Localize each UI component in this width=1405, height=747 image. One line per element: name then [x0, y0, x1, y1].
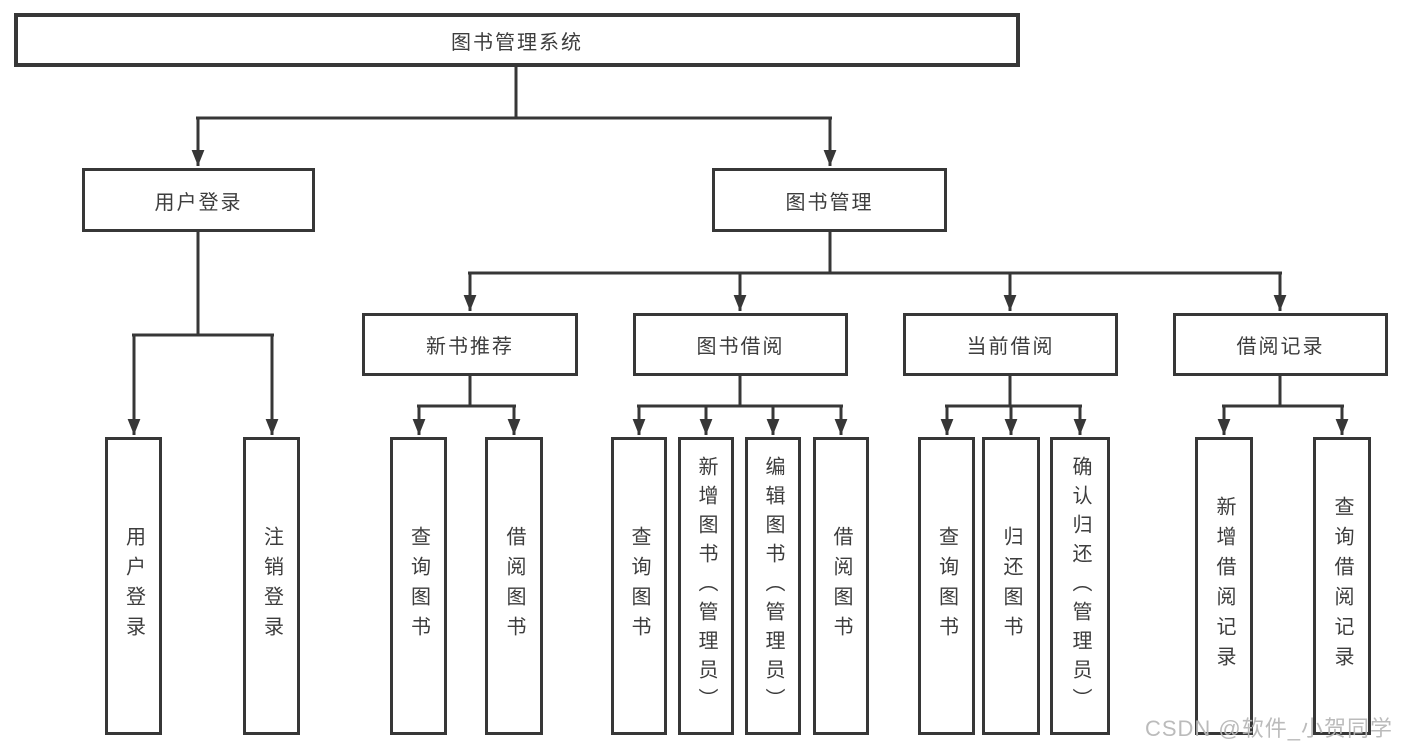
leaf-query-books-2: 查询图书 [611, 437, 667, 735]
leaf-confirm-return-admin: 确认归还（管理员） [1050, 437, 1110, 735]
connector-new-book-recommend-to-leaves [412, 376, 521, 435]
leaf-add-book-admin: 新增图书（管理员） [678, 437, 734, 735]
csdn-watermark: CSDN @软件_小贺同学 [1144, 716, 1393, 741]
node-label: 图书借阅 [696, 336, 785, 358]
node-label: 当前借阅 [966, 336, 1055, 358]
leaf-label: 借阅图书 [503, 526, 525, 646]
connector-user-login-to-leaves [127, 232, 279, 435]
leaf-label: 查询图书 [935, 526, 958, 646]
connector-book-management-to-level3 [463, 232, 1287, 311]
leaf-return-books: 归还图书 [982, 437, 1040, 735]
leaf-query-books-1: 查询图书 [390, 437, 447, 735]
leaf-label: 确认归还（管理员） [1069, 455, 1091, 717]
node-label: 图书管理系统 [451, 31, 583, 54]
leaf-edit-book-admin: 编辑图书（管理员） [745, 437, 801, 735]
leaf-label: 查询图书 [407, 526, 430, 646]
node-label: 借阅记录 [1236, 336, 1325, 358]
node-book-borrowing: 图书借阅 [633, 313, 848, 376]
connector-current-borrowing-to-leaves [940, 376, 1087, 435]
leaf-label: 用户登录 [122, 526, 145, 646]
leaf-borrow-books-1: 借阅图书 [485, 437, 543, 735]
connector-borrowing-records-to-leaves [1217, 376, 1349, 435]
leaf-add-borrow-record: 新增借阅记录 [1195, 437, 1253, 735]
node-current-borrowing: 当前借阅 [903, 313, 1118, 376]
node-label: 用户登录 [154, 191, 243, 214]
leaf-borrow-books-2: 借阅图书 [813, 437, 869, 735]
leaf-logout: 注销登录 [243, 437, 300, 735]
leaf-label: 借阅图书 [830, 526, 852, 646]
leaf-user-login: 用户登录 [105, 437, 162, 735]
leaf-label: 新增图书（管理员） [695, 455, 717, 717]
leaf-label: 新增借阅记录 [1213, 496, 1235, 676]
node-new-book-recommend: 新书推荐 [362, 313, 578, 376]
node-library-management-system: 图书管理系统 [14, 13, 1020, 67]
leaf-query-borrow-record: 查询借阅记录 [1313, 437, 1371, 735]
leaf-query-books-3: 查询图书 [918, 437, 975, 735]
node-label: 图书管理 [785, 191, 874, 214]
leaf-label: 查询借阅记录 [1331, 496, 1353, 676]
leaf-label: 注销登录 [260, 526, 283, 646]
node-borrowing-records: 借阅记录 [1173, 313, 1388, 376]
connector-root-to-level2 [191, 65, 837, 166]
node-user-login: 用户登录 [82, 168, 315, 232]
leaf-label: 编辑图书（管理员） [762, 455, 784, 717]
node-book-management: 图书管理 [712, 168, 947, 232]
node-label: 新书推荐 [426, 336, 514, 358]
leaf-label: 归还图书 [1000, 526, 1022, 646]
leaf-label: 查询图书 [628, 526, 650, 646]
connector-book-borrowing-to-leaves [632, 376, 848, 435]
